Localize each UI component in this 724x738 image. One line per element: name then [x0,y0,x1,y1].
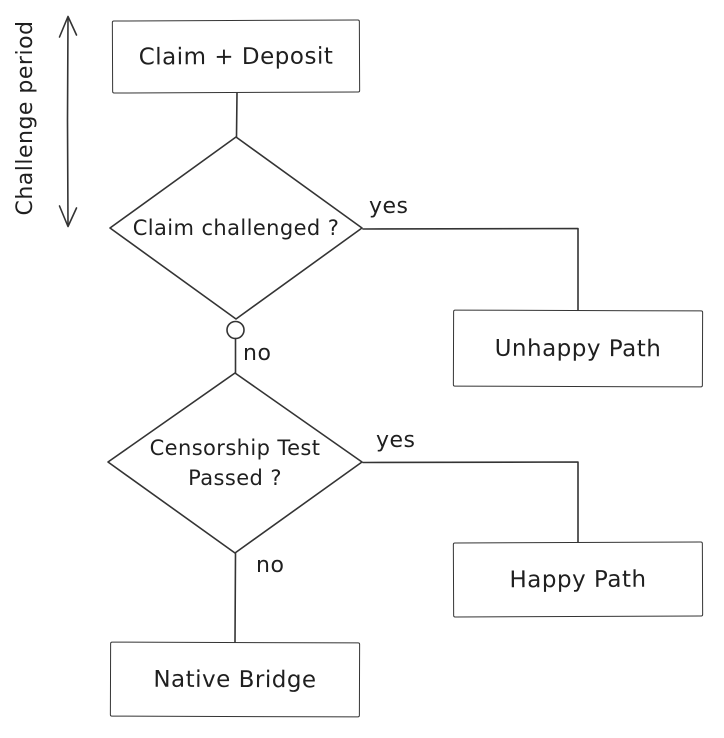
edge-label-censorship-test-yes: yes [376,428,416,453]
node-happy-path-label: Happy Path [509,566,647,593]
node-censorship-test-label: Censorship Test Passed ? [149,435,321,490]
edge-label-censorship-test-no: no [256,553,285,578]
edge-label-claim-challenged-no: no [243,341,272,366]
decision-diamond-claim-challenged [109,136,363,320]
edge-claim-challenged-yes [362,227,579,311]
node-claim-challenged-label: Claim challenged ? [132,215,340,240]
edge-claim-deposit-to-claim-challenged [235,92,238,138]
node-happy-path: Happy Path [452,541,704,618]
node-claim-deposit: Claim + Deposit [111,19,361,94]
edge-censorship-test-no [234,552,237,643]
node-claim-deposit-label: Claim + Deposit [138,43,334,70]
node-native-bridge-label: Native Bridge [153,666,317,693]
challenge-period-arrow [58,15,78,228]
node-native-bridge: Native Bridge [109,641,361,718]
challenge-period-label: Challenge period [13,20,38,216]
edge-censorship-test-yes [362,461,579,543]
no-branch-circle [226,320,245,340]
node-unhappy-path-label: Unhappy Path [494,335,662,362]
node-unhappy-path: Unhappy Path [452,309,704,388]
edge-label-claim-challenged-yes: yes [369,194,409,219]
